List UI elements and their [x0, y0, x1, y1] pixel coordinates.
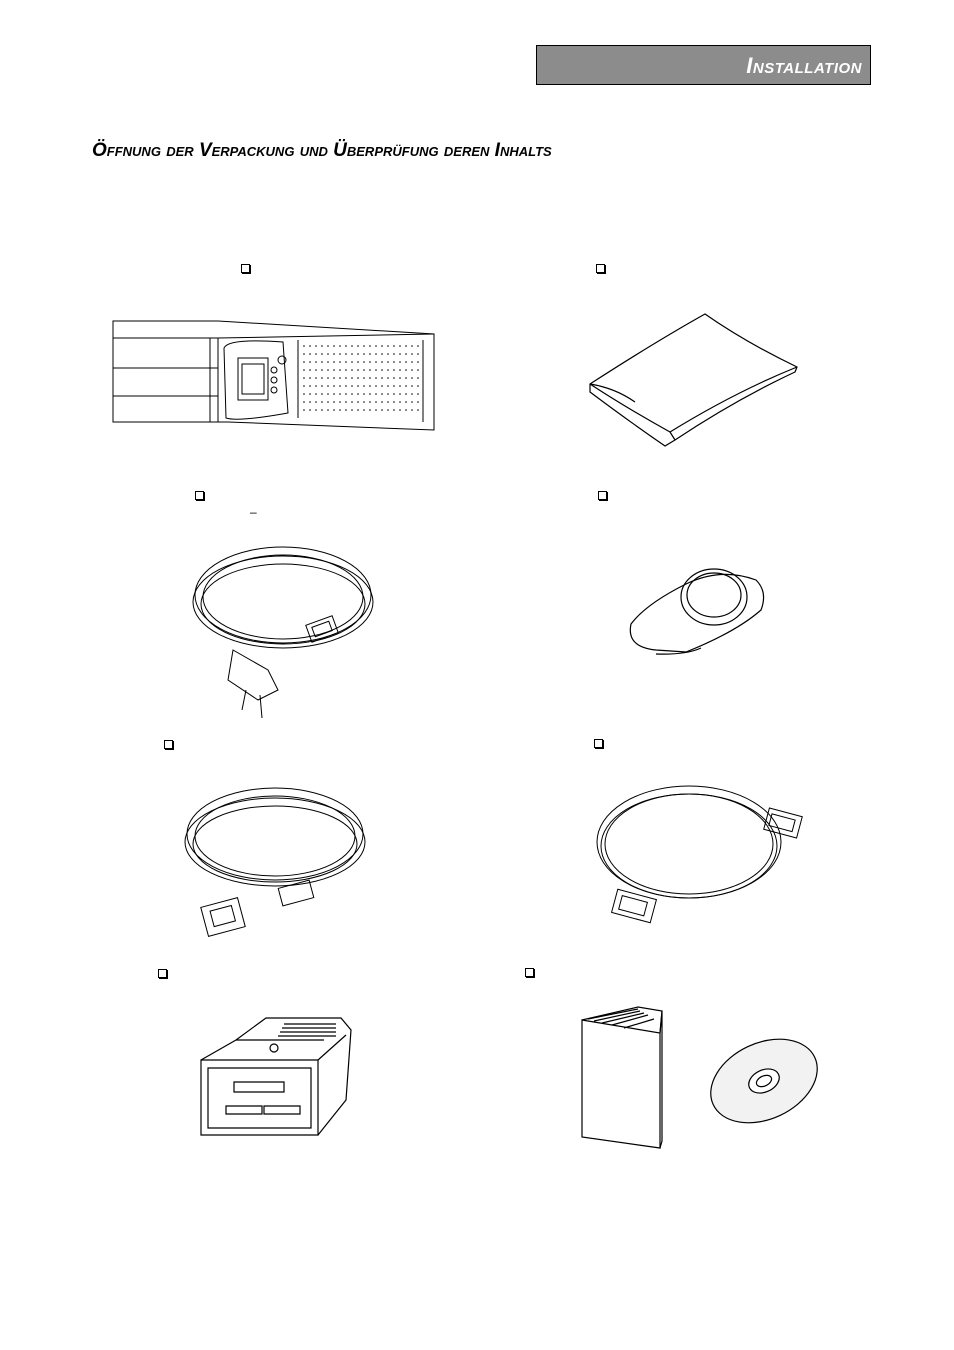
input-power-cord-note: – — [250, 505, 257, 519]
checkbox-serial-cable[interactable] — [594, 739, 603, 748]
section-title: Öffnung der Verpackung und Überprüfung d… — [92, 140, 552, 161]
header-banner: Installation — [536, 45, 871, 85]
oval-accessory-illustration — [626, 562, 771, 662]
ups-rack-unit-illustration — [108, 318, 438, 438]
manual-and-cd-illustration — [578, 1005, 823, 1155]
header-title: Installation — [746, 53, 862, 78]
iec-power-cord-illustration — [180, 784, 372, 944]
checkbox-iec-cord[interactable] — [164, 740, 173, 749]
checkbox-iec-connector[interactable] — [158, 969, 167, 978]
iec-c19-plug-illustration — [196, 1010, 356, 1140]
checkbox-manual-and-cd[interactable] — [525, 968, 534, 977]
schuko-power-cord-illustration — [188, 540, 378, 720]
checkbox-accessory[interactable] — [598, 491, 607, 500]
serial-cable-illustration — [594, 782, 814, 932]
checkbox-input-power-cord[interactable] — [195, 491, 204, 500]
package-bag-illustration — [585, 312, 805, 452]
checkbox-rack-mount-kit[interactable] — [596, 264, 605, 273]
checkbox-ups-unit[interactable] — [241, 264, 250, 273]
